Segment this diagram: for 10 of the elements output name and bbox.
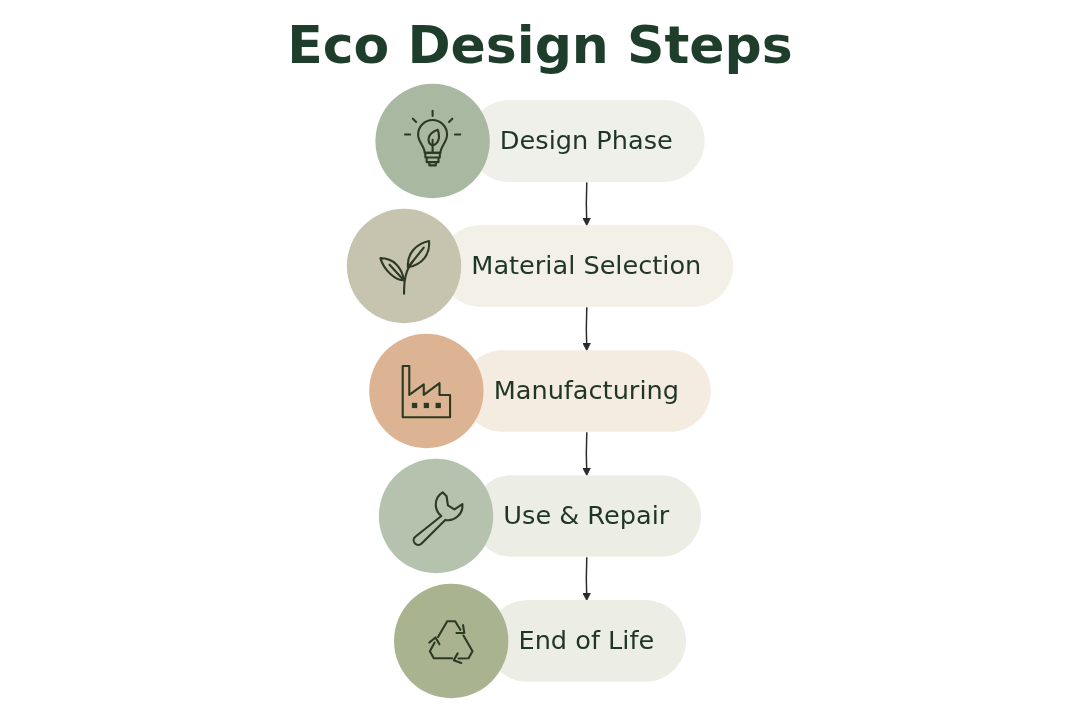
arrow: [582, 432, 591, 477]
diagram-title: Eco Design Steps: [287, 14, 793, 77]
step-label: Material Selection: [471, 250, 702, 283]
arrow: [582, 556, 591, 602]
step-label: Design Phase: [499, 125, 673, 158]
step-label: Manufacturing: [493, 375, 679, 408]
step-label: Use & Repair: [503, 500, 670, 533]
arrow: [582, 307, 591, 352]
arrow: [582, 182, 591, 227]
step-label: End of Life: [518, 625, 655, 658]
